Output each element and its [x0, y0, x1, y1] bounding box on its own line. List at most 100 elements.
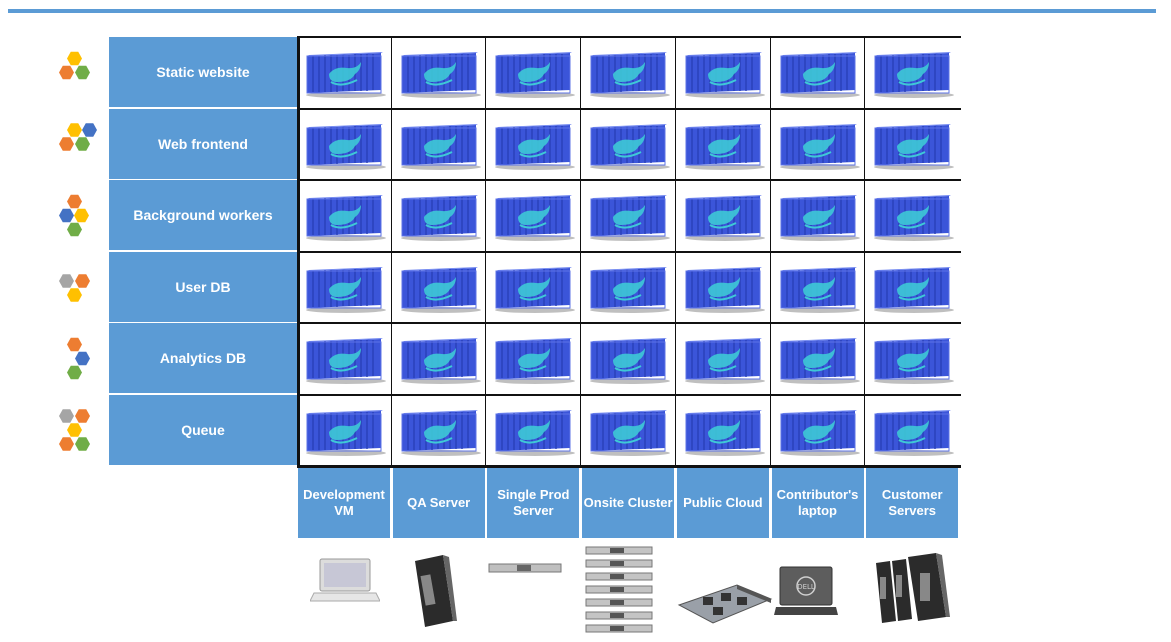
hexagon-icon: [75, 351, 90, 366]
shipping-container-icon: [590, 123, 671, 170]
grid-line-vertical: [580, 36, 582, 468]
shipping-container-icon: [495, 338, 576, 384]
container-cell: [775, 336, 869, 407]
shipping-container-icon: [306, 52, 386, 98]
hexagon-icon: [75, 409, 90, 423]
row-label: Queue: [109, 394, 297, 465]
container-cell: [301, 408, 395, 479]
shipping-container-icon: [874, 266, 955, 313]
shipping-container-icon: [306, 266, 386, 313]
shipping-container-icon: [779, 195, 860, 241]
container-cell: [301, 193, 395, 264]
shipping-container-icon: [684, 338, 765, 384]
hexagon-icon: [67, 222, 82, 237]
container-cell: [869, 122, 963, 193]
blade-server-icon: [409, 555, 459, 632]
container-cell: [775, 122, 869, 193]
hexagon-icon: [67, 51, 82, 66]
shipping-container-icon: [590, 195, 671, 241]
hexagon-cluster-icon: [56, 51, 104, 111]
hexagon-icon: [67, 365, 82, 380]
container-cell: [490, 408, 584, 479]
hexagon-icon: [75, 274, 90, 288]
row-label: User DB: [109, 251, 297, 322]
grid-line-vertical: [390, 36, 392, 468]
hexagon-cluster-icon: [56, 409, 104, 469]
hexagon-icon: [67, 423, 82, 437]
container-cell: [396, 408, 490, 479]
shipping-container-icon: [874, 338, 955, 384]
shipping-container-icon: [495, 123, 576, 170]
server-cluster-icon: [584, 545, 654, 642]
container-cell: [490, 336, 584, 407]
row-label: Web frontend: [109, 108, 297, 179]
container-cell: [585, 50, 679, 121]
dell-laptop-icon: DELL: [773, 565, 838, 624]
row-label: Background workers: [109, 180, 297, 250]
grid-line-vertical: [769, 36, 771, 468]
container-cell: [490, 50, 584, 121]
container-cell: [301, 122, 395, 193]
container-cell: [585, 265, 679, 336]
shipping-container-icon: [590, 338, 671, 384]
container-cell: [775, 265, 869, 336]
grid-line-horizontal: [297, 250, 961, 253]
shipping-container-icon: [874, 123, 955, 170]
hexagon-icon: [67, 337, 82, 352]
container-cell: [396, 122, 490, 193]
column-label: Single Prod Server: [487, 468, 580, 538]
shipping-container-icon: [779, 409, 860, 456]
container-cell: [396, 50, 490, 121]
grid-line-horizontal: [297, 107, 961, 110]
container-cell: [680, 265, 774, 336]
hexagon-icon: [59, 409, 74, 423]
shipping-container-icon: [684, 266, 765, 313]
container-cell: [869, 408, 963, 479]
shipping-container-icon: [684, 52, 765, 98]
shipping-container-icon: [306, 409, 386, 456]
hexagon-cluster-icon: [56, 194, 104, 254]
hexagon-icon: [59, 137, 74, 151]
hexagon-icon: [59, 208, 74, 223]
rack-server-icon: [487, 561, 563, 580]
shipping-container-icon: [779, 123, 860, 170]
shipping-container-icon: [306, 123, 386, 170]
hexagon-cluster-icon: [56, 266, 104, 326]
container-cell: [680, 336, 774, 407]
shipping-container-icon: [684, 123, 765, 170]
hexagon-icon: [75, 137, 90, 151]
shipping-container-icon: [400, 123, 481, 170]
hexagon-icon: [59, 65, 74, 80]
container-cell: [680, 193, 774, 264]
blade-servers-icon: [874, 553, 954, 630]
shipping-container-icon: [400, 52, 481, 98]
column-label: QA Server: [392, 468, 485, 538]
container-cell: [869, 265, 963, 336]
column-label: Customer Servers: [866, 468, 959, 538]
hexagon-cluster-icon: [56, 337, 104, 397]
hexagon-cluster-icon: [56, 123, 104, 183]
grid-line-vertical: [674, 36, 676, 468]
shipping-container-icon: [400, 195, 481, 241]
container-cell: [680, 122, 774, 193]
hexagon-icon: [75, 437, 90, 451]
container-matrix: [297, 36, 963, 468]
shipping-container-icon: [400, 338, 481, 384]
shipping-container-icon: [779, 52, 860, 98]
hexagon-icon: [67, 288, 82, 302]
hexagon-icon: [59, 274, 74, 288]
container-cell: [301, 336, 395, 407]
shipping-container-icon: [779, 266, 860, 313]
grid-line-horizontal: [297, 322, 961, 324]
hexagon-icon: [74, 208, 89, 223]
motherboard-icon: [677, 565, 773, 632]
shipping-container-icon: [874, 195, 955, 241]
container-cell: [396, 265, 490, 336]
shipping-container-icon: [684, 409, 765, 456]
container-cell: [680, 50, 774, 121]
container-cell: [680, 408, 774, 479]
shipping-container-icon: [874, 52, 955, 98]
shipping-container-icon: [400, 266, 481, 313]
row-label: Analytics DB: [109, 323, 297, 393]
grid-line-horizontal: [297, 465, 961, 468]
